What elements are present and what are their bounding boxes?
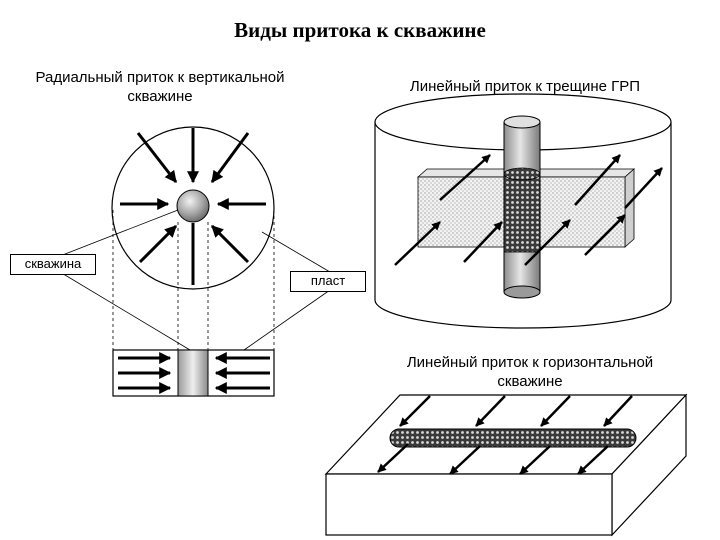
fracture-flow-diagram	[374, 93, 672, 329]
caption-horizontal-flow: Линейный приток к горизонтальной скважин…	[406, 354, 654, 390]
section-well	[177, 349, 209, 397]
reservoir-block-front	[325, 473, 613, 536]
vertical-well-bottom	[503, 285, 541, 299]
slide-title: Виды притока к скважине	[234, 18, 486, 42]
perforated-section	[503, 173, 541, 253]
horizontal-arrows	[377, 395, 633, 475]
section-arrows	[118, 352, 270, 394]
projection-lines	[112, 210, 275, 350]
callout-leaders	[59, 209, 331, 351]
linear-section-box	[112, 349, 275, 397]
vertical-well-top	[503, 115, 541, 129]
horizontal-well	[389, 428, 637, 448]
callout-reservoir-label: пласт	[290, 271, 366, 292]
well-cross-section	[176, 189, 210, 223]
horizontal-flow-diagram	[324, 393, 688, 537]
fracture-arrows	[394, 154, 663, 266]
radial-flow-diagram	[59, 126, 331, 351]
reservoir-circle	[111, 126, 275, 290]
caption-fracture-flow: Линейный приток к трещине ГРП	[409, 78, 641, 95]
radial-arrows	[120, 128, 266, 264]
callout-well-label: скважина	[10, 254, 96, 275]
caption-radial-flow: Радиальный приток к вертикальной скважин…	[35, 69, 285, 105]
